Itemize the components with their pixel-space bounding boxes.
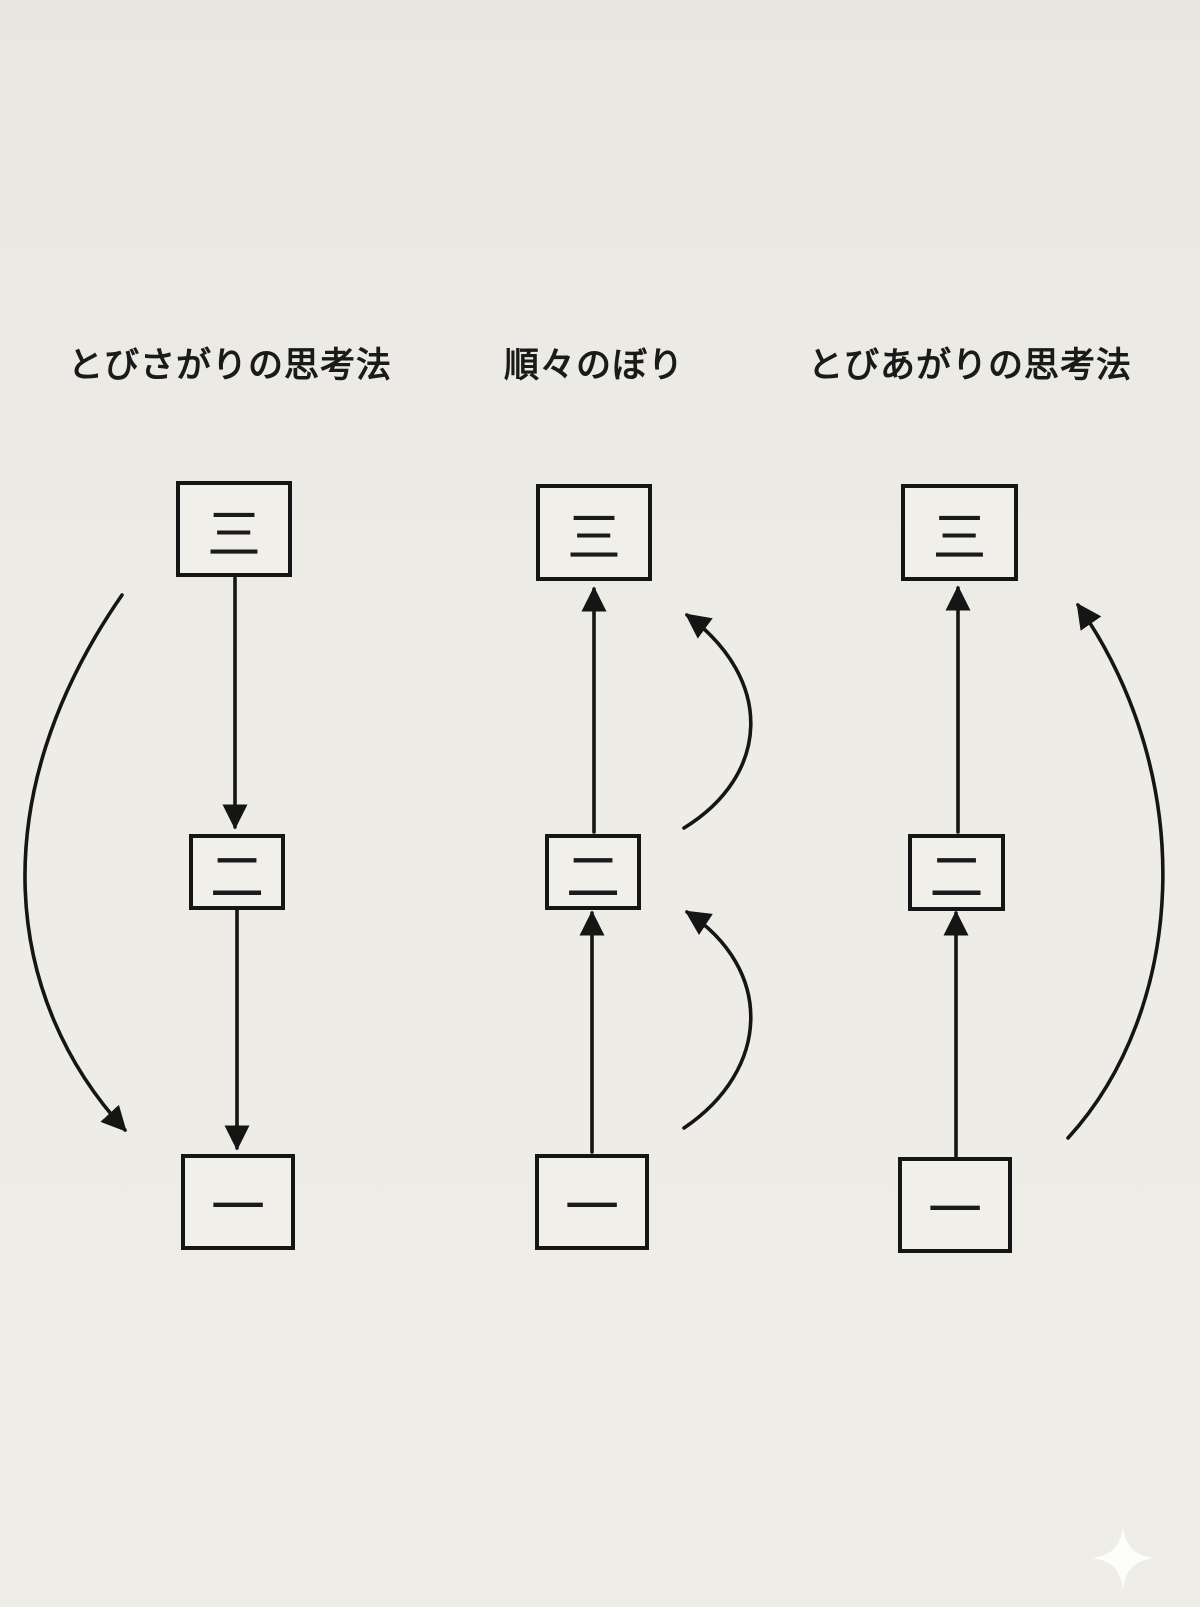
c3-box-one: 一 [898, 1157, 1012, 1253]
c2-box-two: 二 [545, 834, 641, 910]
c1-box-one: 一 [181, 1154, 295, 1250]
arrow-c2-step-one [682, 910, 753, 1130]
heading-tobiagari: とびあがりの思考法 [807, 346, 1132, 386]
arrow-c3-jump-up [1066, 602, 1165, 1140]
arrow-c1-jump-down [23, 593, 127, 1132]
heading-junjun-nobori: 順々のぼり [503, 346, 684, 386]
c1-box-two: 二 [189, 834, 285, 910]
arrow-c2-step-two [682, 613, 753, 830]
c3-box-two: 二 [908, 834, 1005, 911]
c1-box-three: 三 [176, 481, 292, 577]
heading-tobisagari: とびさがりの思考法 [67, 346, 392, 386]
sparkle-icon [1092, 1527, 1154, 1589]
c2-box-three: 三 [536, 484, 652, 581]
c2-box-one: 一 [535, 1154, 649, 1250]
c3-box-three: 三 [901, 484, 1018, 581]
